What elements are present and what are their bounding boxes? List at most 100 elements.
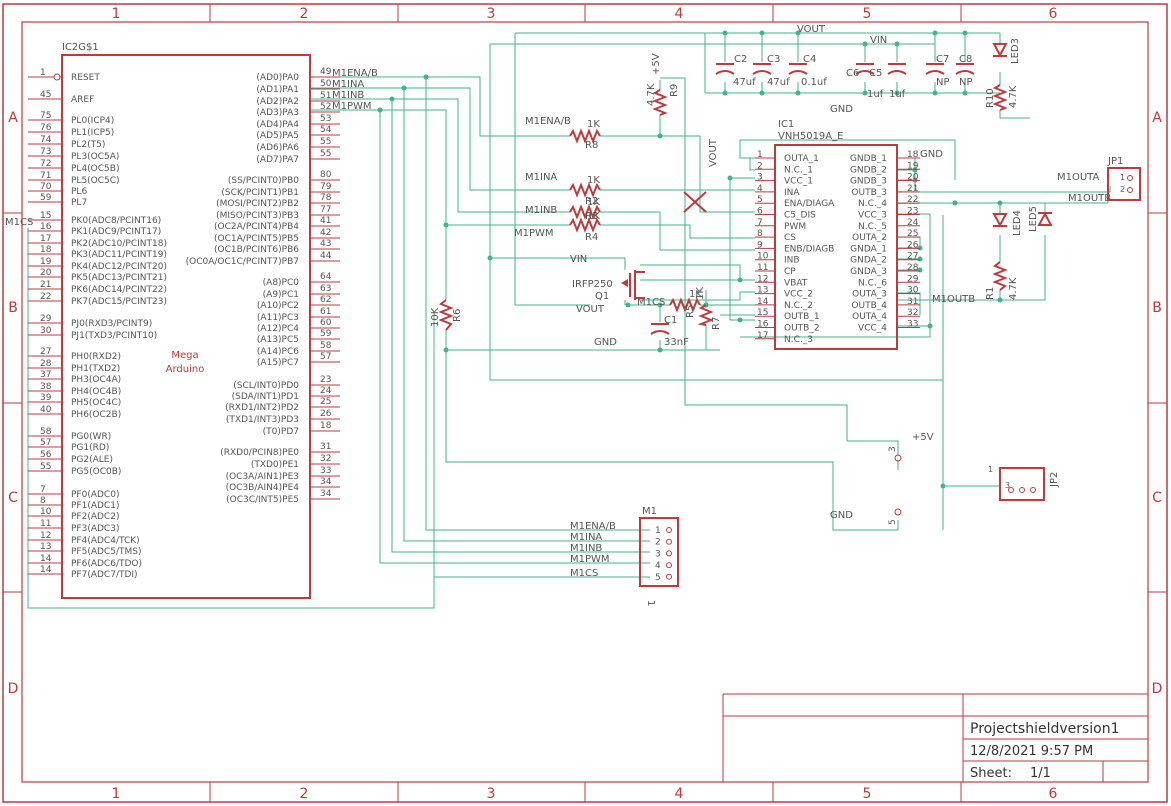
pin-label: ENA/DIAGA [784, 199, 835, 209]
sheet-label: Sheet: [970, 766, 1012, 781]
col-label-top: 3 [487, 6, 496, 22]
pin-label: (AD1)PA1 [256, 85, 299, 95]
arduino-pin: 51(AD2)PA2 [256, 91, 340, 107]
pin-number: 59 [320, 329, 332, 339]
col-label-top: 1 [112, 6, 121, 22]
pin-number: 21 [907, 184, 918, 194]
svg-text:1: 1 [645, 600, 656, 606]
pin-label: PF1(ADC1) [71, 501, 119, 511]
pin-number: 18 [907, 150, 919, 160]
pin-label: CP [784, 267, 796, 277]
svg-text:3: 3 [1005, 481, 1010, 490]
m1-pin: 1 [655, 526, 672, 536]
net-label: M1PWM [514, 228, 554, 239]
junctions [377, 30, 1003, 489]
pin-number: 1 [655, 526, 661, 536]
svg-text:Q1: Q1 [595, 291, 609, 302]
pin-number: 19 [40, 257, 52, 267]
pin-label: CS [784, 233, 796, 243]
driver-pin: 22N.C._4 [858, 195, 920, 209]
svg-text:R6: R6 [452, 309, 463, 322]
driver-pin: 24N.C._5 [858, 218, 920, 232]
arduino-pin: 80(SS/PCINT0)PB0 [228, 170, 340, 186]
pin-number: 8 [40, 496, 46, 506]
pin-number: 31 [907, 297, 918, 307]
svg-text:JP2: JP2 [1049, 472, 1060, 488]
pin-number: 25 [907, 229, 918, 239]
pin-number: 57 [40, 438, 51, 448]
pin-label: (MISO/PCINT3)PB3 [216, 211, 299, 221]
pin-label: (A9)PC1 [263, 290, 299, 300]
pin-number: 28 [40, 359, 52, 369]
arduino-pin: 58(A14)PC6 [257, 341, 340, 357]
pin-label: PH5(OC4C) [71, 398, 121, 408]
mosfet-q1: IRFP250 Q1 [572, 270, 645, 302]
svg-text:R2: R2 [585, 196, 598, 207]
pin-number: 70 [40, 182, 52, 192]
svg-text:M1: M1 [642, 506, 657, 517]
pin-label: PK1(ADC9/PCINT17) [71, 227, 161, 237]
svg-text:C6: C6 [846, 68, 859, 79]
svg-text:C8: C8 [959, 54, 972, 65]
arduino-pin: 77(MISO/PCINT3)PB3 [216, 205, 340, 221]
capacitor-c4: C4 0.1uf [788, 54, 827, 88]
svg-text:R4: R4 [585, 232, 598, 243]
pin-label: OUTB_4 [851, 301, 887, 311]
pin-label: PH6(OC2B) [71, 410, 121, 420]
net-label: +5V [912, 432, 934, 443]
pin-label: RESET [71, 73, 100, 83]
pin-number: 23 [907, 207, 918, 217]
pin-number: 63 [320, 284, 331, 294]
pin-label: (AD6)PA6 [256, 143, 299, 153]
resistor-r2: 1K R2 [569, 175, 601, 207]
net-label: VOUT [708, 138, 719, 167]
pin-label: PH1(TXD2) [71, 364, 120, 374]
pin-number: 80 [320, 170, 332, 180]
pin-label: PK2(ADC10/PCINT18) [71, 239, 167, 249]
pin-label: GNDB_3 [850, 177, 887, 187]
driver-right-pins: 18GNDB_119GNDB_220GNDB_321OUTB_322N.C._4… [850, 150, 920, 334]
svg-text:NP: NP [936, 77, 950, 88]
svg-text:5: 5 [888, 519, 898, 525]
svg-text:R5: R5 [685, 305, 696, 318]
arduino-pin: 44(OC0A/OC1C/PCINT7)PB7 [186, 251, 340, 267]
pin-number: 5 [655, 573, 661, 583]
driver-ref: IC1 [778, 119, 794, 130]
pin-number: 32 [320, 454, 331, 464]
pin-label: VBAT [784, 278, 808, 288]
resistor-r10: R10 4.7K [985, 84, 1019, 111]
pin-number: 40 [40, 405, 52, 415]
pin-label: AREF [71, 95, 94, 105]
pin-label: PL7 [71, 198, 87, 208]
svg-text:LED5: LED5 [1028, 206, 1039, 232]
pin-number: 43 [320, 239, 331, 249]
pin-label: (A15)PC7 [257, 358, 299, 368]
svg-text:33nF: 33nF [664, 337, 689, 348]
m1-pin: 2 [655, 538, 672, 548]
arduino-pin: 59(A13)PC5 [257, 329, 340, 345]
arduino-pin: 50(AD1)PA1 [256, 79, 340, 95]
pin-number: 27 [40, 347, 51, 357]
svg-text:1K: 1K [587, 197, 600, 208]
capacitor-c7: C7 NP [925, 54, 950, 88]
pin-label: (OC3B/AIN4)PE4 [226, 483, 300, 493]
arduino-pin: 18(T0)PD7 [263, 421, 340, 437]
pin-label: PL0(ICP4) [71, 116, 114, 126]
pin-label: PJ1(TXD3/PCINT10) [71, 331, 157, 341]
pin-number: 27 [907, 252, 918, 262]
